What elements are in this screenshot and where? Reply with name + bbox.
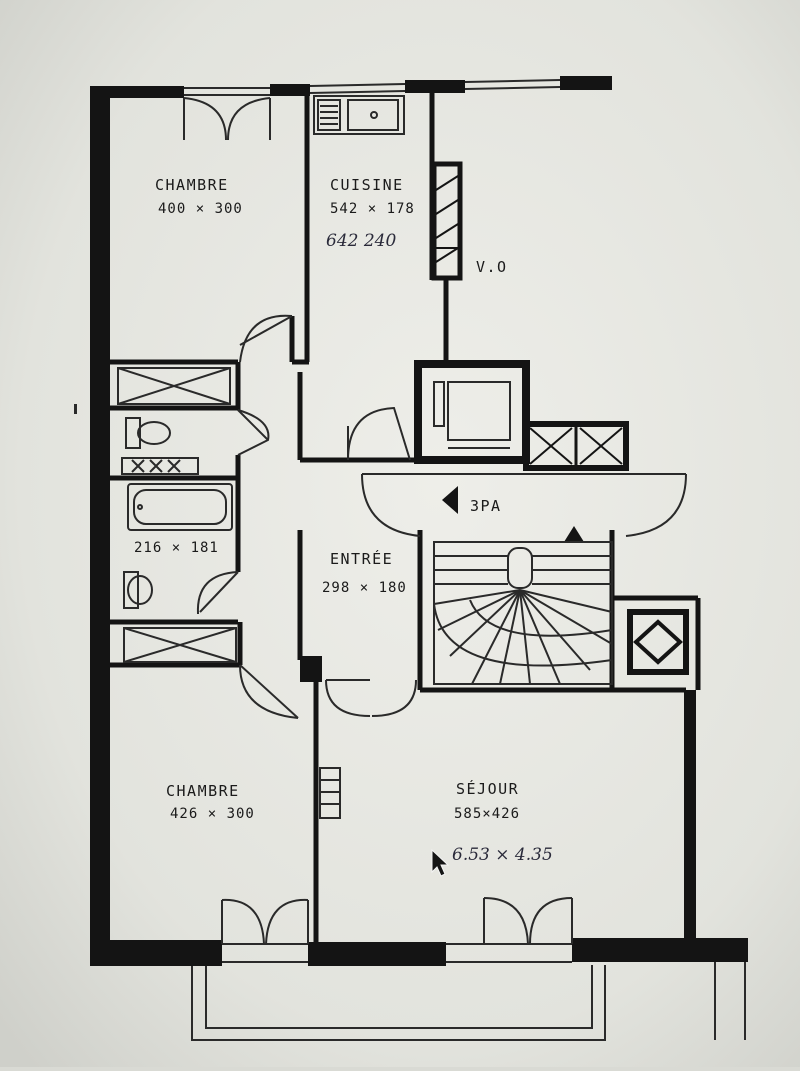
room-name-chambre-top: CHAMBRE bbox=[155, 176, 229, 194]
bathroom-fixtures bbox=[121, 417, 233, 609]
ducts bbox=[523, 421, 629, 471]
room-name-entree: ENTRÉE bbox=[330, 549, 393, 568]
mouse-cursor-icon bbox=[431, 848, 450, 877]
wall-pillar bbox=[300, 656, 322, 682]
room-labels: CHAMBRE 400 × 300 CUISINE 542 × 178 642 … bbox=[134, 176, 553, 865]
staircase bbox=[433, 541, 613, 685]
doors bbox=[183, 97, 687, 945]
paper-mark bbox=[74, 404, 77, 414]
landing-label: 3PA bbox=[470, 497, 502, 515]
closets bbox=[117, 367, 341, 819]
top-windows bbox=[184, 79, 561, 96]
service-shaft bbox=[627, 609, 689, 675]
room-name-cuisine: CUISINE bbox=[330, 176, 404, 194]
room-dims-sejour: 585×426 bbox=[454, 806, 520, 822]
room-dims-chambre-top: 400 × 300 bbox=[158, 201, 243, 217]
elevator bbox=[414, 360, 530, 464]
kitchen-sink bbox=[313, 95, 405, 135]
room-dims-chambre-bottom: 426 × 300 bbox=[170, 806, 255, 822]
vo-shaft bbox=[431, 161, 463, 281]
room-dims-entree: 298 × 180 bbox=[322, 580, 407, 596]
handwritten-note-cuisine: 642 240 bbox=[326, 231, 396, 251]
bottom-windows bbox=[222, 943, 572, 963]
landing-arrow-icon bbox=[442, 486, 458, 514]
room-dims-cuisine: 542 × 178 bbox=[330, 201, 415, 217]
room-name-sejour: SÉJOUR bbox=[456, 779, 519, 798]
handwritten-note-sejour: 6.53 × 4.35 bbox=[452, 845, 553, 865]
vo-label: V.O bbox=[476, 258, 508, 276]
room-name-chambre-bottom: CHAMBRE bbox=[166, 782, 240, 800]
exterior-walls bbox=[90, 76, 748, 966]
balcony bbox=[191, 962, 746, 1041]
stair-up-arrow-icon bbox=[564, 526, 584, 542]
room-dims-bathroom: 216 × 181 bbox=[134, 540, 219, 556]
